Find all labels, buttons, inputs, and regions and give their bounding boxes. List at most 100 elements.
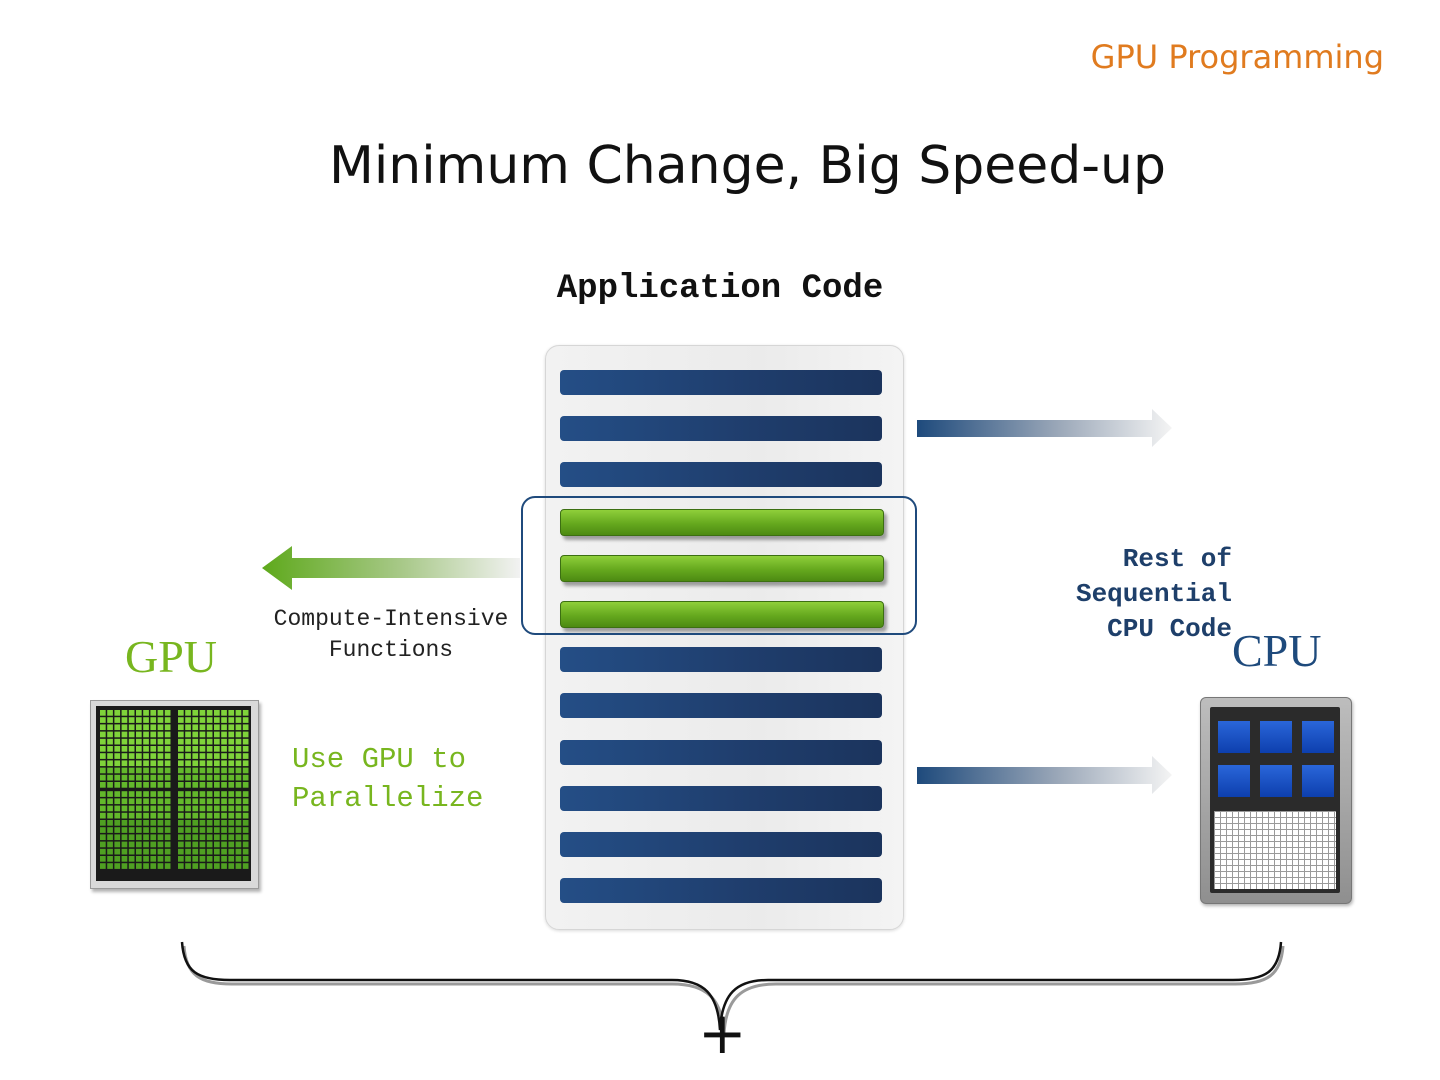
gpu-core-cell: [128, 767, 135, 774]
gpu-core-cell: [143, 841, 149, 848]
gpu-core-cell: [228, 812, 235, 819]
cpu-core: [1218, 765, 1250, 797]
gpu-core-cell: [114, 738, 121, 745]
gpu-core-cell: [185, 746, 191, 752]
gpu-core-cell: [157, 717, 164, 723]
gpu-core-cell: [150, 841, 157, 848]
gpu-core-cell: [199, 812, 206, 819]
gpu-core-cell: [100, 863, 106, 869]
gpu-core-cell: [157, 856, 164, 862]
cpu-cache-grid: [1214, 811, 1336, 889]
gpu-core-cell: [185, 738, 191, 745]
gpu-core-cell: [164, 760, 171, 767]
gpu-core-cell: [214, 753, 220, 759]
combine-plus-sign: +: [698, 999, 747, 1067]
gpu-core-cell: [178, 841, 184, 848]
gpu-core-cell: [221, 710, 227, 716]
gpu-core-cell: [228, 863, 235, 869]
gpu-core-cell: [192, 767, 199, 774]
gpu-core-cell: [107, 774, 113, 781]
gpu-core-cell: [221, 791, 227, 797]
gpu-core-cell: [121, 753, 128, 759]
gpu-core-cell: [214, 731, 220, 738]
gpu-core-cell: [164, 834, 171, 841]
gpu-core-cell: [143, 805, 149, 812]
gpu-core-cell: [150, 856, 157, 862]
gpu-core-cell: [128, 724, 135, 731]
gpu-core-cell: [128, 746, 135, 752]
gpu-core-cell: [178, 724, 184, 731]
gpu-core-cell: [185, 841, 191, 848]
gpu-core-cell: [100, 746, 106, 752]
gpu-core-cell: [150, 767, 157, 774]
gpu-core-cell: [214, 856, 220, 862]
gpu-core-cell: [221, 717, 227, 723]
gpu-core-cell: [214, 805, 220, 812]
gpu-label: GPU: [125, 631, 218, 682]
gpu-core-cell: [114, 724, 121, 731]
gpu-core-cell: [121, 746, 128, 752]
gpu-core-cell: [100, 753, 106, 759]
gpu-core-cell: [114, 760, 121, 767]
gpu-core-cell: [192, 746, 199, 752]
gpu-core-cell: [242, 760, 249, 767]
gpu-core-cell: [121, 805, 128, 812]
gpu-core-cell: [192, 798, 199, 805]
gpu-core-cell: [192, 731, 199, 738]
gpu-core-cell: [185, 812, 191, 819]
gpu-core-cell: [100, 760, 106, 767]
gpu-core-cell: [235, 731, 242, 738]
gpu-core-cell: [164, 798, 171, 805]
gpu-core-cell: [143, 782, 149, 788]
gpu-core-cell: [164, 791, 171, 797]
gpu-core-cell: [235, 798, 242, 805]
gpu-core-cell: [114, 863, 121, 869]
gpu-core-cell: [121, 710, 128, 716]
gpu-core-cell: [136, 812, 142, 819]
gpu-core-cell: [178, 767, 184, 774]
gpu-core-cell: [221, 841, 227, 848]
gpu-core-cell: [128, 820, 135, 826]
gpu-core-cell: [164, 848, 171, 855]
gpu-core-cell: [100, 812, 106, 819]
gpu-core-cell: [136, 848, 142, 855]
gpu-core-cell: [136, 820, 142, 826]
gpu-core-cell: [192, 710, 199, 716]
gpu-core-cell: [121, 812, 128, 819]
gpu-core-cell: [185, 767, 191, 774]
gpu-core-cell: [121, 798, 128, 805]
gpu-core-cell: [228, 834, 235, 841]
gpu-core-cell: [107, 746, 113, 752]
gpu-core-cell: [235, 724, 242, 731]
gpu-core-cell: [242, 834, 249, 841]
gpu-core-cell: [157, 760, 164, 767]
gpu-core-cell: [206, 820, 213, 826]
gpu-core-cell: [214, 774, 220, 781]
gpu-core-cell: [107, 791, 113, 797]
gpu-core-cell: [235, 863, 242, 869]
compute-intensive-text: Compute-Intensive Functions: [265, 604, 517, 666]
gpu-core-cell: [192, 812, 199, 819]
gpu-core-cell: [199, 805, 206, 812]
gpu-core-cell: [150, 782, 157, 788]
gpu-core-cell: [128, 848, 135, 855]
gpu-core-cell: [164, 753, 171, 759]
code-row-gpu: [560, 508, 884, 536]
gpu-core-cell: [199, 848, 206, 855]
gpu-core-cell: [206, 760, 213, 767]
gpu-core-cell: [206, 848, 213, 855]
gpu-core-cell: [121, 767, 128, 774]
gpu-core-cell: [128, 782, 135, 788]
gpu-core-cell: [221, 782, 227, 788]
gpu-core-cell: [114, 791, 121, 797]
gpu-core-cell: [107, 820, 113, 826]
gpu-core-cell: [128, 856, 135, 862]
cpu-core: [1260, 721, 1292, 753]
gpu-core-cell: [206, 753, 213, 759]
gpu-core-cell: [192, 760, 199, 767]
gpu-core-cell: [214, 710, 220, 716]
gpu-core-cell: [136, 827, 142, 833]
gpu-core-cell: [143, 848, 149, 855]
gpu-core-cell: [221, 746, 227, 752]
code-row-cpu: [560, 739, 882, 765]
